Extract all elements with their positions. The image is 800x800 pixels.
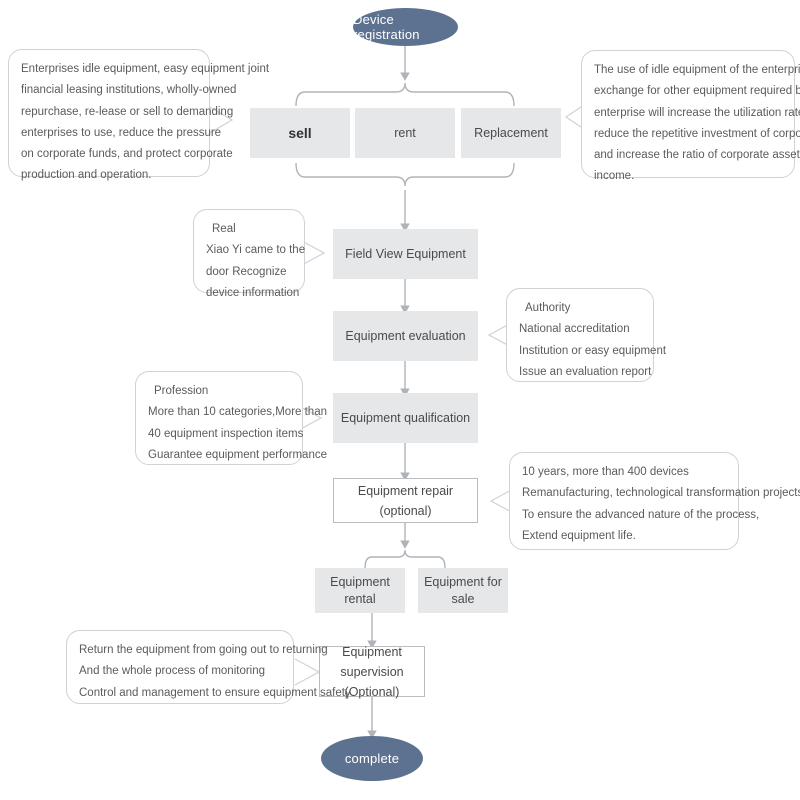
node-complete[interactable]: complete [321,736,423,781]
callout-profession-note-line-1: More than 10 categories,More than [148,406,327,419]
callout-repair-note-line-1: 10 years, more than 400 devices [522,466,689,478]
node-device-registration-label: Device registration [353,12,420,42]
callout-sell-note: Enterprises idle equipment, easy equipme… [8,49,270,181]
callout-tail-supervision-note [294,658,321,686]
callout-replacement-note-line-4: reduce the repetitive investment of corp… [594,127,800,140]
node-equipment-for-sale[interactable]: Equipment for sale [418,568,508,613]
callout-sell-note-line-1: Enterprises idle equipment, easy equipme… [21,63,270,75]
callout-sell-note-line-3: repurchase, re-lease or sell to demandin… [21,105,234,118]
callout-real-note: Real Xiao Yi came to the door Recognize … [193,209,306,299]
callout-sell-note-line-4: enterprises to use, reduce the pressure [21,126,222,139]
node-rent[interactable]: rent [355,108,455,158]
callout-authority-note-line-1: National accreditation [519,323,630,336]
callout-replacement-note-line-5: and increase the ratio of corporate asse… [594,149,800,162]
callout-authority-note-line-2: Institution or easy equipment [519,344,667,357]
callout-repair-note-line-3: To ensure the advanced nature of the pro… [522,508,760,521]
callout-real-note-title: Real [212,223,236,235]
callout-repair-note-line-4: Extend equipment life. [522,529,636,542]
node-equipment-repair-label: Equipment repair (optional) [357,483,454,518]
callout-sell-note-line-5: on corporate funds, and protect corporat… [21,148,233,161]
callout-authority-note-title: Authority [525,302,571,314]
node-field-view-equipment[interactable]: Field View Equipment [333,229,478,279]
brace-rental-sale [364,549,446,569]
callout-authority-note: Authority National accreditation Institu… [506,288,667,382]
node-device-registration[interactable]: Device registration [353,8,458,46]
callout-sell-note-line-6: production and operation. [21,169,152,182]
callout-profession-note: Profession More than 10 categories,More … [135,371,327,465]
callout-real-note-line-2: door Recognize [206,265,287,278]
node-sell[interactable]: sell [250,108,350,158]
callout-real-note-line-3: device information [206,286,300,299]
brace-top-options [295,82,515,107]
callout-repair-note-line-2: Remanufacturing, technological transform… [522,487,800,500]
node-rent-label: rent [394,125,416,140]
node-equipment-repair[interactable]: Equipment repair (optional) [333,478,478,523]
callout-replacement-note-line-1: The use of idle equipment of the enterpr… [594,64,800,76]
node-sell-label: sell [288,124,312,141]
node-field-view-equipment-label: Field View Equipment [345,246,466,261]
callout-supervision-note-line-2: And the whole process of monitoring [79,665,266,678]
node-equipment-supervision-label-line1: Equipment supervision [340,644,404,679]
node-equipment-rental[interactable]: Equipment rental [315,568,405,613]
node-replacement-label: Replacement [474,125,548,140]
callout-replacement-note: The use of idle equipment of the enterpr… [581,50,800,182]
node-equipment-for-sale-label: Equipment for sale [424,574,502,606]
callout-supervision-note: Return the equipment from going out to r… [66,630,351,704]
node-replacement[interactable]: Replacement [461,108,561,158]
callout-replacement-note-line-2: exchange for other equipment required by… [594,85,800,98]
node-equipment-evaluation[interactable]: Equipment evaluation [333,311,478,361]
node-complete-label: complete [344,751,400,766]
callout-replacement-note-line-6: income. [594,170,635,183]
callout-authority-note-line-3: Issue an evaluation report [519,365,652,378]
callout-supervision-note-line-1: Return the equipment from going out to r… [79,644,328,656]
callout-repair-note: 10 years, more than 400 devices Remanufa… [509,452,800,550]
node-equipment-qualification-label: Equipment qualification [340,410,471,425]
callout-profession-note-line-2: 40 equipment inspection items [148,427,304,440]
callout-replacement-note-line-3: enterprise will increase the utilization… [594,106,800,119]
callout-real-note-line-1: Xiao Yi came to the [206,244,306,257]
callout-profession-note-title: Profession [154,385,209,397]
node-equipment-supervision-label-line2: (Optional) [344,684,400,699]
node-equipment-supervision[interactable]: Equipment supervision (Optional) [319,645,425,699]
node-equipment-qualification[interactable]: Equipment qualification [333,393,478,443]
callout-sell-note-line-2: financial leasing institutions, wholly-o… [21,84,237,97]
callout-profession-note-line-3: Guarantee equipment performance [148,448,327,461]
node-equipment-evaluation-label: Equipment evaluation [345,328,466,343]
brace-bottom-options [295,162,515,187]
callout-supervision-note-line-3: Control and management to ensure equipme… [79,686,351,699]
node-equipment-rental-label: Equipment rental [330,574,390,606]
